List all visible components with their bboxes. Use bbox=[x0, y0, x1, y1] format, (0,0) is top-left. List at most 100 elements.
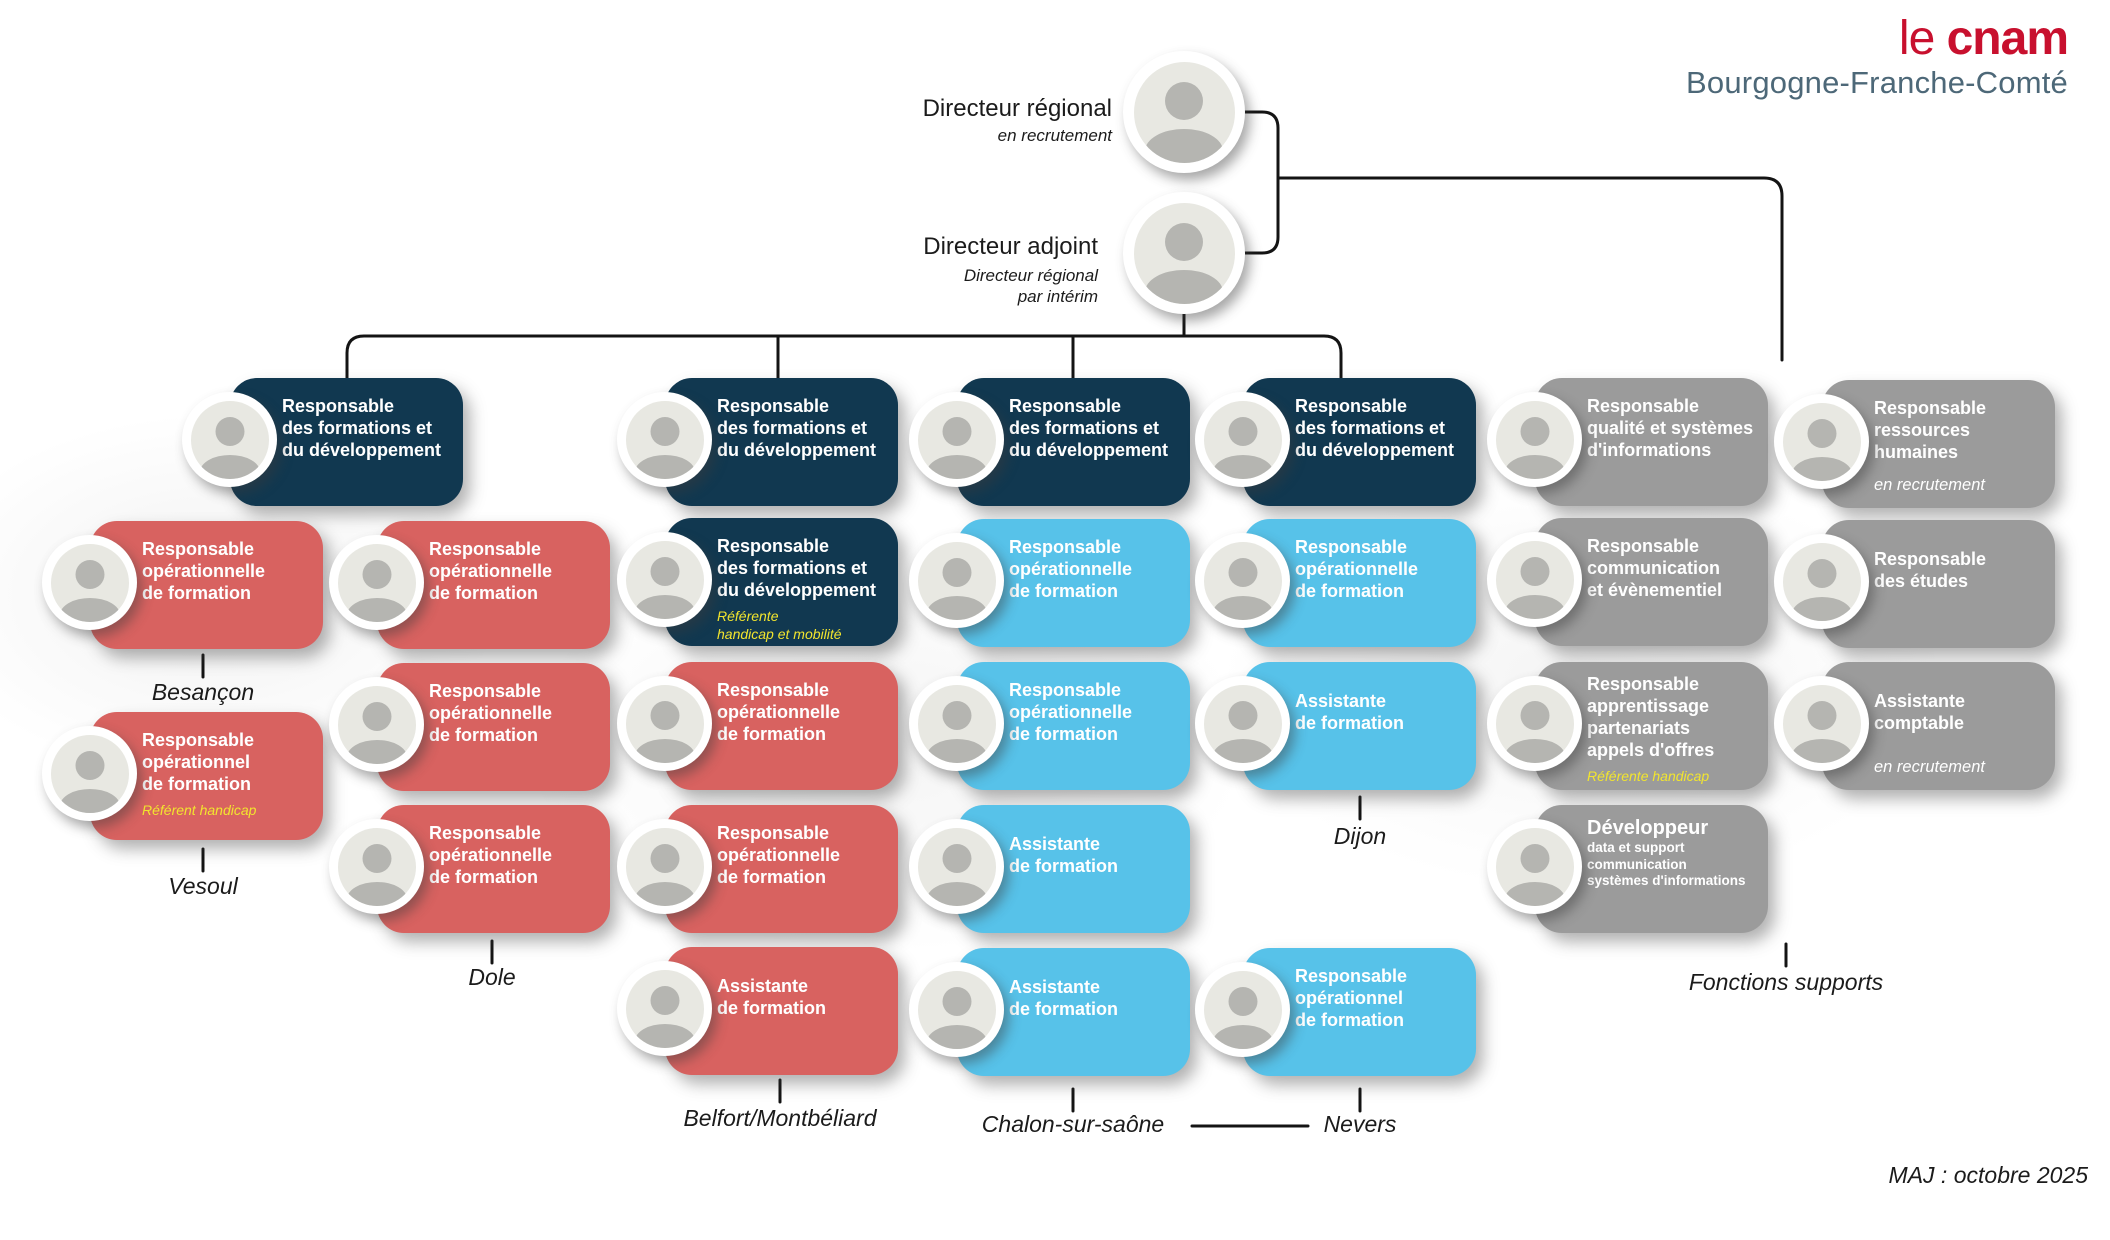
person-shoulders-icon bbox=[199, 454, 260, 479]
org-box-title-line: Responsable bbox=[717, 680, 830, 700]
org-box-title-line: opérationnelle bbox=[1295, 559, 1419, 579]
org-box-title-line: des formations et bbox=[1009, 418, 1160, 438]
person-shoulders-icon bbox=[634, 1023, 695, 1048]
person-head-icon bbox=[1520, 416, 1549, 446]
avatar-apprentissage bbox=[1487, 676, 1582, 771]
person-silhouette-icon bbox=[50, 734, 129, 813]
person-head-icon bbox=[942, 557, 971, 587]
avatar-etudes bbox=[1774, 534, 1869, 629]
org-box-referent-note: Référente bbox=[717, 608, 779, 624]
person-head-icon bbox=[362, 559, 391, 589]
org-box-title-line: des formations et bbox=[717, 558, 868, 578]
org-box-title-line: des formations et bbox=[1295, 418, 1446, 438]
location-label-dijon: Dijon bbox=[1333, 823, 1387, 849]
org-box-title-line: de formation bbox=[1295, 581, 1405, 601]
location-label-fonctions-supports: Fonctions supports bbox=[1688, 969, 1884, 995]
person-shoulders-icon bbox=[1504, 738, 1565, 763]
org-box-title-line: opérationnelle bbox=[1009, 559, 1133, 579]
avatar-comptable bbox=[1774, 676, 1869, 771]
person-silhouette-icon bbox=[1782, 684, 1861, 763]
org-box-title-line: d'informations bbox=[1587, 440, 1712, 460]
org-box-title-line: du développement bbox=[1295, 440, 1455, 460]
logo: le cnam Bourgogne-Franche-Comté bbox=[1686, 12, 2069, 100]
person-silhouette-icon bbox=[625, 827, 704, 906]
person-shoulders-icon bbox=[1145, 128, 1223, 163]
org-box-title-line: de formation bbox=[1009, 999, 1119, 1019]
org-box-title-line: Responsable bbox=[717, 823, 830, 843]
person-silhouette-icon bbox=[917, 684, 996, 763]
director-adjoint-subtitle-2: par intérim bbox=[1017, 287, 1098, 306]
logo-cnam-text: cnam bbox=[1946, 12, 2069, 65]
avatar-dijon-assistante bbox=[1195, 676, 1290, 771]
org-box-title-line: de formation bbox=[1295, 713, 1405, 733]
location-label-belfort-montb-liard: Belfort/Montbéliard bbox=[683, 1105, 877, 1131]
org-box-title-line: Responsable bbox=[429, 539, 542, 559]
org-box-title-line: Responsable bbox=[1009, 537, 1122, 557]
org-box-title-line: Responsable bbox=[1295, 537, 1408, 557]
org-box-title-line: opérationnelle bbox=[142, 561, 266, 581]
avatar-nevers-rof bbox=[1195, 962, 1290, 1057]
org-box-title-line: opérationnelle bbox=[429, 703, 553, 723]
person-shoulders-icon bbox=[926, 1024, 987, 1049]
person-head-icon bbox=[650, 843, 679, 873]
org-box-title-line: ressources bbox=[1874, 420, 1971, 440]
person-shoulders-icon bbox=[59, 597, 120, 622]
avatar-chalon-assistante-1 bbox=[909, 819, 1004, 914]
org-box-title-line: de formation bbox=[717, 724, 827, 744]
person-shoulders-icon bbox=[634, 594, 695, 619]
org-box-title-line: Responsable bbox=[1009, 680, 1122, 700]
person-head-icon bbox=[942, 416, 971, 446]
logo-cnam: le cnam bbox=[1686, 12, 2069, 65]
avatar-belfort-assistante bbox=[617, 961, 712, 1056]
person-silhouette-icon bbox=[625, 969, 704, 1048]
avatar-dijon-rof bbox=[1195, 533, 1290, 628]
person-silhouette-icon bbox=[917, 400, 996, 479]
person-head-icon bbox=[650, 556, 679, 586]
org-box-small-line: systèmes d'informations bbox=[1587, 873, 1746, 888]
org-box-referent-note: handicap et mobilité bbox=[717, 626, 842, 642]
location-label-nevers: Nevers bbox=[1323, 1111, 1397, 1137]
person-shoulders-icon bbox=[346, 739, 407, 764]
person-silhouette-icon bbox=[1495, 684, 1574, 763]
person-silhouette-icon bbox=[1782, 402, 1861, 481]
org-box-title-line: des formations et bbox=[717, 418, 868, 438]
org-box-title-line: Responsable bbox=[142, 730, 255, 750]
person-silhouette-icon bbox=[337, 827, 416, 906]
person-head-icon bbox=[1165, 222, 1203, 261]
person-shoulders-icon bbox=[1791, 456, 1852, 481]
person-head-icon bbox=[650, 416, 679, 446]
avatar-rh bbox=[1774, 394, 1869, 489]
director-adjoint-subtitle-1: Directeur régional bbox=[963, 266, 1098, 285]
org-box-title-line: Responsable bbox=[1587, 396, 1700, 416]
org-box-title-line: de formation bbox=[717, 998, 827, 1018]
org-box-title-line: de formation bbox=[429, 725, 539, 745]
person-silhouette-icon bbox=[50, 543, 129, 622]
person-shoulders-icon bbox=[634, 454, 695, 479]
person-shoulders-icon bbox=[1145, 269, 1223, 304]
location-label-vesoul: Vesoul bbox=[168, 873, 238, 899]
org-box-title-line: opérationnelle bbox=[1009, 702, 1133, 722]
person-head-icon bbox=[1228, 416, 1257, 446]
org-box-title-line: Responsable bbox=[1295, 966, 1408, 986]
person-shoulders-icon bbox=[346, 881, 407, 906]
person-shoulders-icon bbox=[926, 454, 987, 479]
person-shoulders-icon bbox=[634, 738, 695, 763]
avatar-qualite-si bbox=[1487, 392, 1582, 487]
org-box-title-line: de formation bbox=[429, 583, 539, 603]
person-head-icon bbox=[75, 559, 104, 589]
avatar-dole-rof-1 bbox=[329, 535, 424, 630]
person-head-icon bbox=[1520, 556, 1549, 586]
person-silhouette-icon bbox=[625, 540, 704, 619]
org-box-title-line: opérationnelle bbox=[717, 702, 841, 722]
org-box-title-line: opérationnelle bbox=[429, 845, 553, 865]
org-box-title-line: Responsable bbox=[1587, 536, 1700, 556]
org-box-title-line: Assistante bbox=[1874, 691, 1966, 711]
director-adjoint-title: Directeur adjoint bbox=[923, 233, 1098, 260]
org-box-title-line: comptable bbox=[1874, 713, 1965, 733]
person-head-icon bbox=[650, 985, 679, 1015]
